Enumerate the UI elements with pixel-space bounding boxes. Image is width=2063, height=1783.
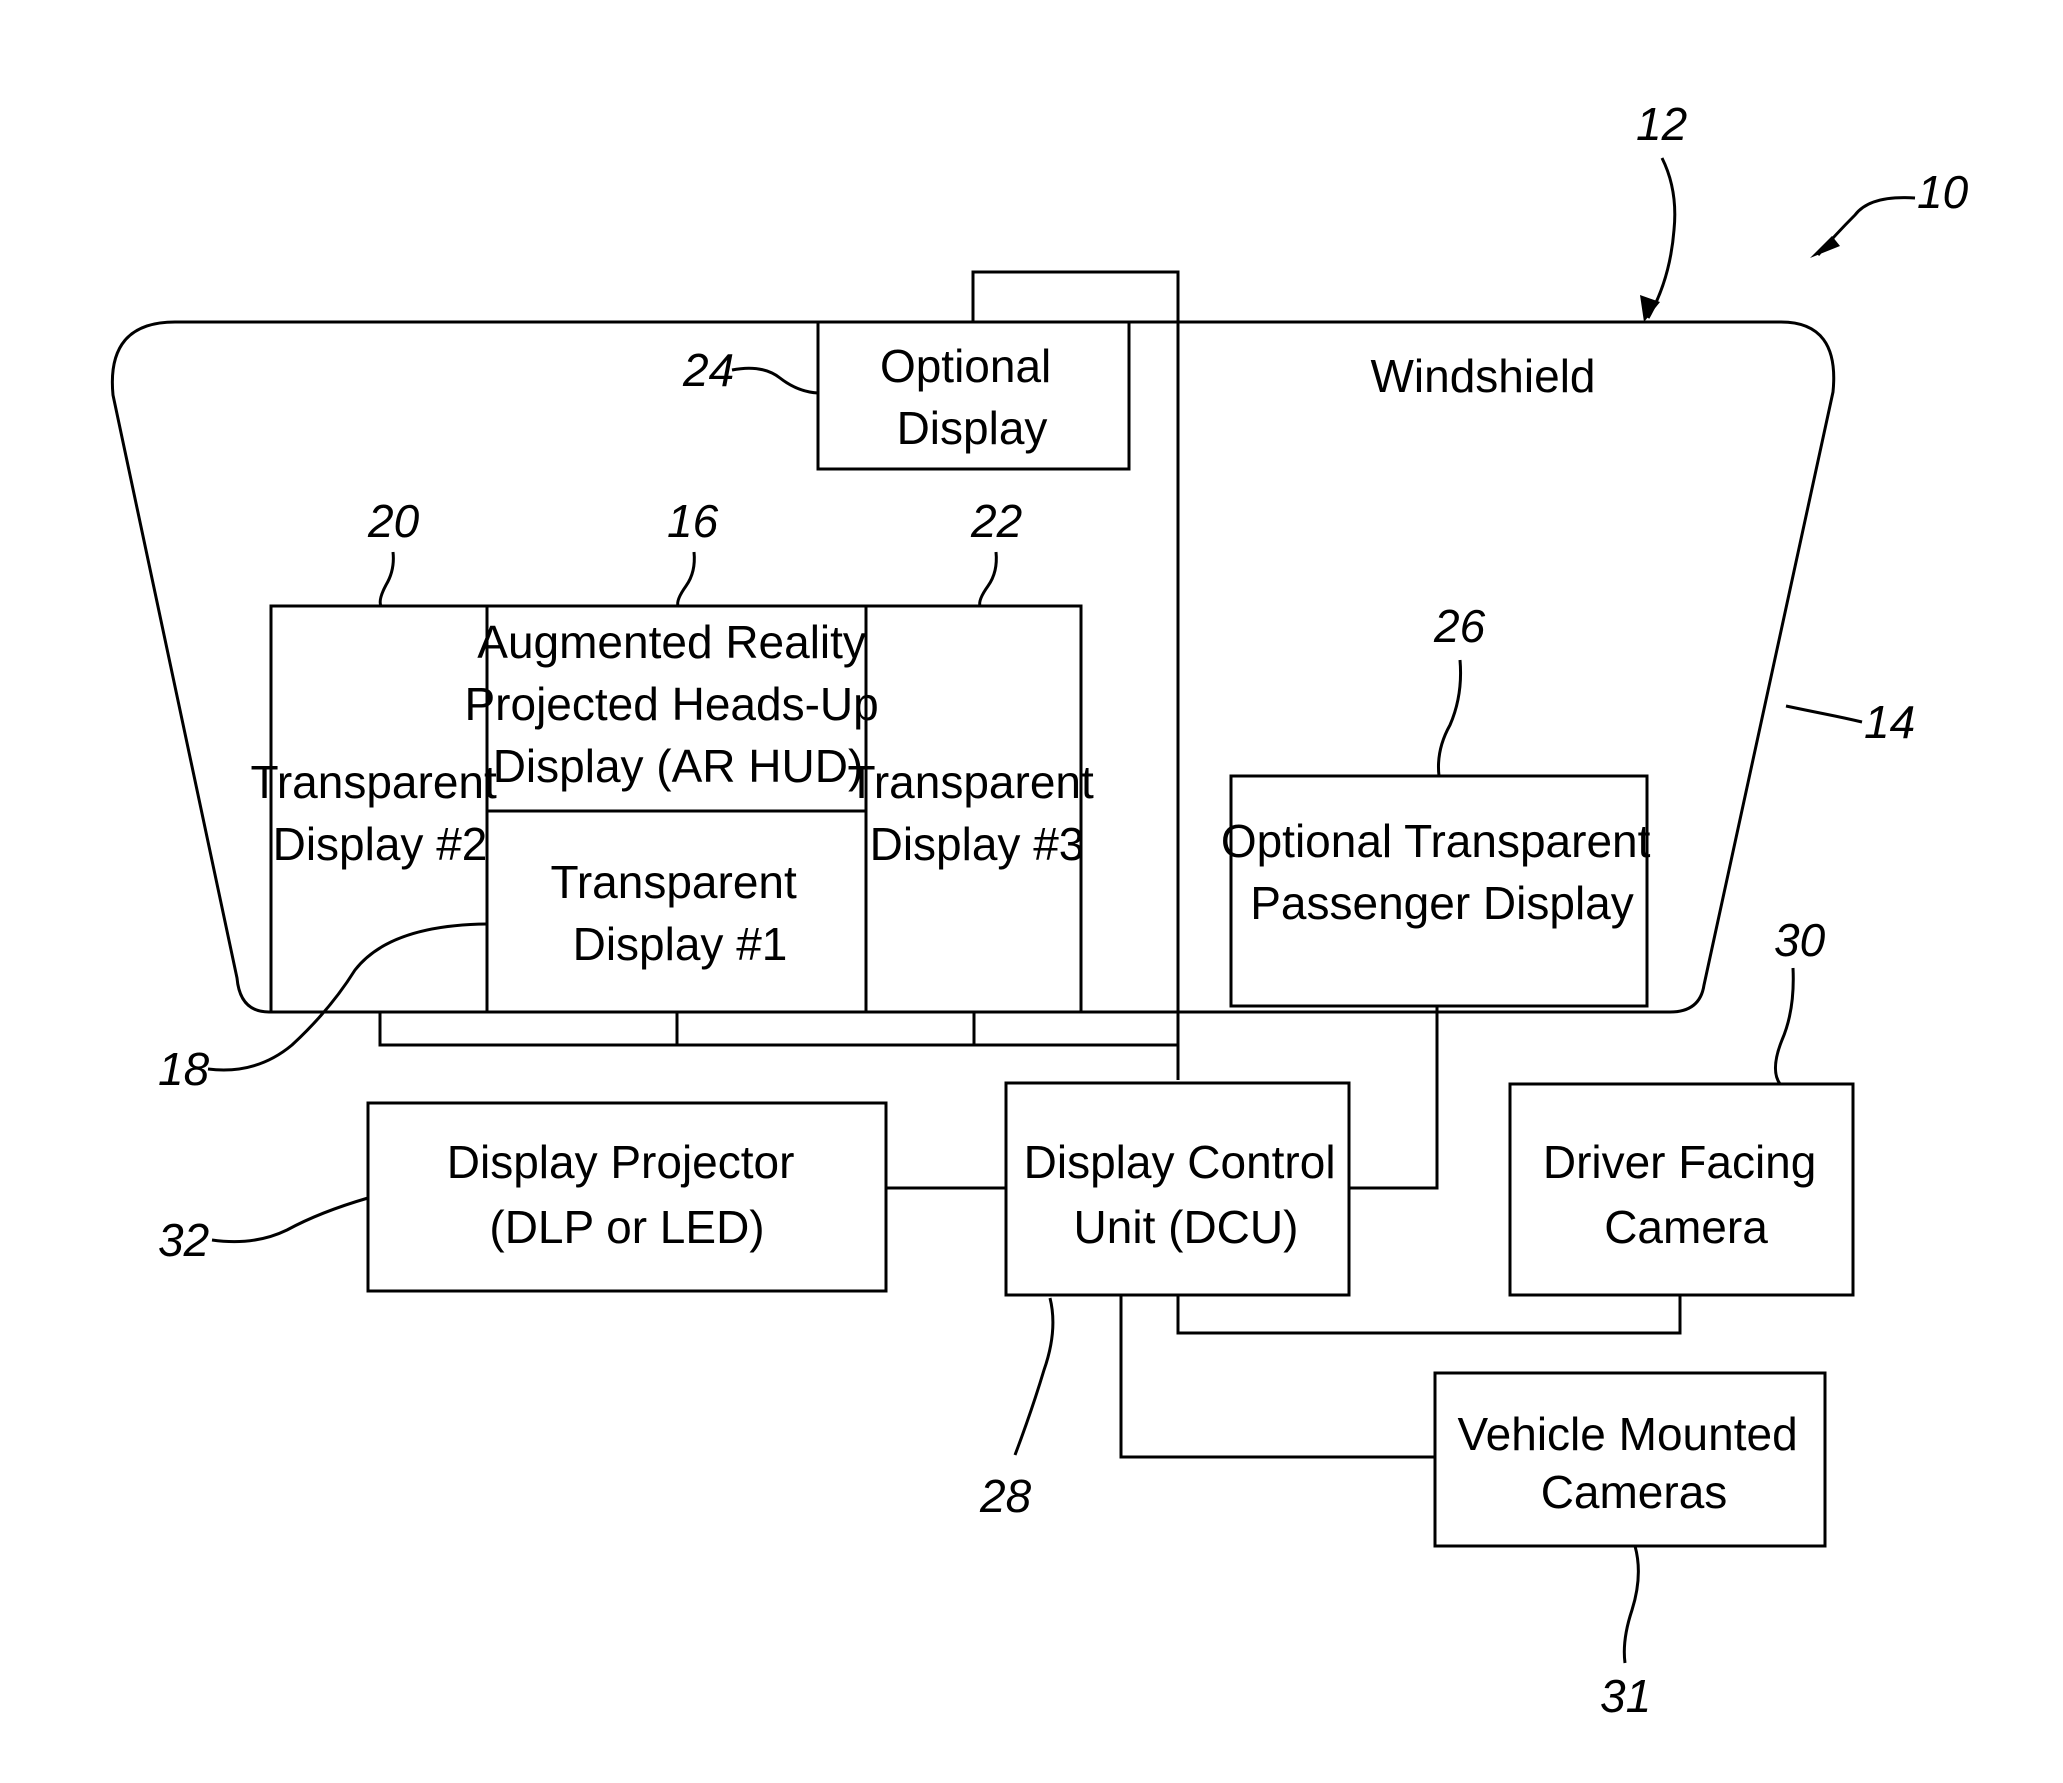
display-projector-box: [368, 1103, 886, 1291]
ref-20: 20: [367, 495, 420, 547]
ref-16: 16: [667, 495, 719, 547]
ref-10: 10: [1917, 166, 1969, 218]
ar-hud-label: Augmented Reality Projected Heads-Up Dis…: [465, 616, 892, 792]
ref-30: 30: [1774, 914, 1826, 966]
ref-26: 26: [1433, 600, 1486, 652]
dcu-box: [1006, 1083, 1349, 1295]
windshield-label: Windshield: [1371, 350, 1596, 402]
ref-18: 18: [158, 1043, 210, 1095]
arrow-10: [1810, 236, 1840, 258]
driver-camera-box: [1510, 1084, 1853, 1295]
ref-14: 14: [1864, 696, 1915, 748]
ref-32: 32: [158, 1214, 209, 1266]
ref-31: 31: [1600, 1670, 1651, 1722]
ref-28: 28: [979, 1470, 1032, 1522]
ref-22: 22: [970, 495, 1022, 547]
ref-12: 12: [1636, 98, 1687, 150]
ref-24: 24: [682, 344, 734, 396]
